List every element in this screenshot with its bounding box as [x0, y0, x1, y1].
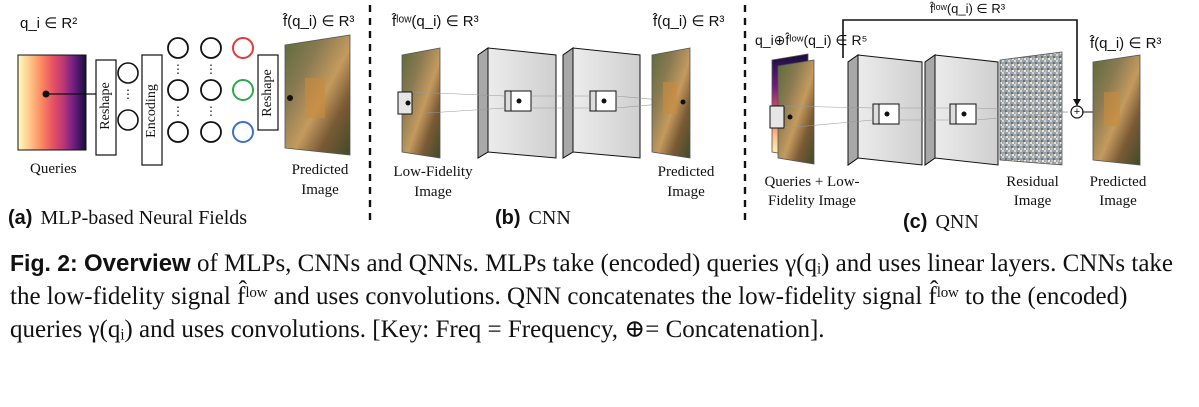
reshape-label-right: Reshape — [260, 69, 275, 117]
panel-c-graphics — [769, 19, 1141, 166]
panel-a-top-right-label: f̂(q_i) ∈ R³ — [283, 13, 355, 30]
encoding-label: Encoding — [144, 84, 159, 138]
panel-a-graphics: ⋮ ⋮ ⋮ ⋮ ⋮ — [17, 34, 351, 166]
predicted-label-b: Predicted Image — [657, 164, 715, 200]
figure-caption: Fig. 2: Overview of MLPs, CNNs and QNNs.… — [10, 247, 1190, 346]
figure-graphics: ⋮ ⋮ ⋮ ⋮ ⋮ — [17, 5, 1141, 225]
reshape-box-left — [95, 59, 117, 156]
panel-b-top-right-label: f̂(q_i) ∈ R³ — [653, 13, 725, 30]
skip-connection-label: f̂ˡᵒʷ(q_i) ∈ R³ — [930, 1, 1006, 16]
skip-connection — [842, 19, 1078, 105]
subcaption-a: (a)MLP-based Neural Fields — [8, 207, 248, 229]
svg-text:⋮: ⋮ — [172, 104, 184, 118]
panel-a-top-left-label: q_i ∈ R² — [20, 15, 78, 32]
caption-fig-label: Fig. 2: — [10, 250, 78, 276]
panel-b-graphics — [397, 47, 691, 159]
queries-low-fidelity-label: Queries + Low-Fidelity Image — [764, 174, 860, 209]
predicted-label-a: Predicted Image — [291, 162, 349, 198]
panel-b-top-left-label: f̂ˡᵒʷ(q_i) ∈ R³ — [392, 13, 479, 30]
low-fidelity-image — [401, 47, 441, 159]
residual-image — [999, 51, 1063, 166]
reshape-box-right — [257, 54, 279, 131]
mlp-nodes: ⋮ ⋮ ⋮ ⋮ — [167, 37, 254, 143]
low-fidelity-label: Low-Fidelity Image — [393, 164, 473, 200]
plus-symbol: + — [1073, 106, 1081, 118]
subcaption-c: (c)QNN — [903, 211, 979, 233]
caption-title: Overview — [83, 250, 191, 277]
svg-text:⋮: ⋮ — [172, 62, 184, 76]
svg-text:⋮: ⋮ — [205, 62, 217, 76]
figure-2: ⋮ ⋮ ⋮ ⋮ ⋮ — [8, 1, 1162, 233]
panel-c-top-left-label: q_i⊕f̂ˡᵒʷ(q_i) ∈ R⁵ — [755, 32, 868, 48]
svg-text:⋮: ⋮ — [122, 87, 134, 101]
encoding-box — [141, 54, 163, 166]
subcaption-b: (b)CNN — [495, 207, 571, 229]
query-colormap — [17, 54, 87, 151]
predicted-label-c: Predicted Image — [1089, 174, 1147, 209]
panel-c-top-right-label: f̂(q_i) ∈ R³ — [1090, 35, 1162, 52]
queries-label: Queries — [30, 161, 77, 177]
caption-body: of MLPs, CNNs and QNNs. MLPs take (encod… — [10, 250, 1174, 343]
residual-label: Residual Image — [1006, 174, 1059, 209]
svg-text:⋮: ⋮ — [205, 104, 217, 118]
reshape-label-left: Reshape — [98, 82, 113, 130]
